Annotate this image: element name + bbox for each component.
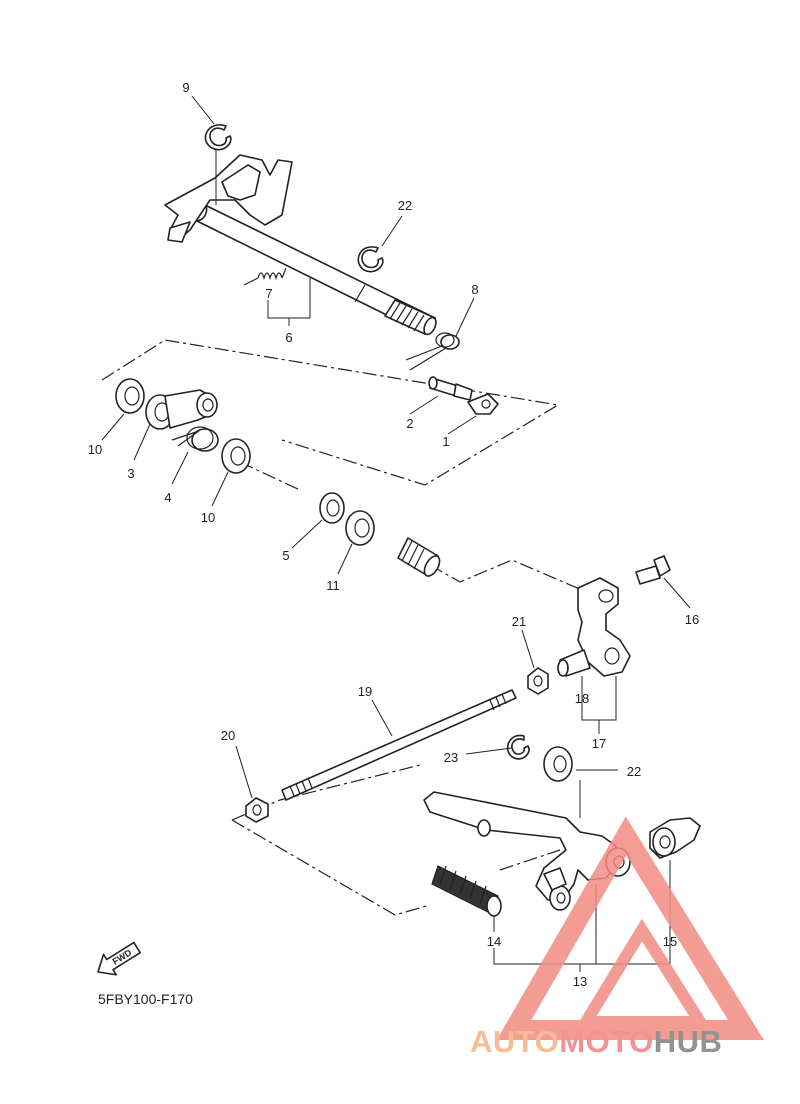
circlip-9 xyxy=(204,124,232,151)
stopper-lever-3 xyxy=(145,389,218,430)
callout-1: 1 xyxy=(442,434,449,449)
diagram-code: 5FBY100-F170 xyxy=(98,991,193,1007)
circlip-12 xyxy=(357,246,384,273)
callout-20: 20 xyxy=(221,728,235,743)
group-outline-upper xyxy=(101,339,560,486)
leader-lines xyxy=(101,95,691,972)
callout-18: 18 xyxy=(575,691,589,706)
collar-5 xyxy=(319,492,345,524)
dashed-line-shaft-to-arm-2 xyxy=(429,559,583,591)
logo-triangle-outer xyxy=(496,816,764,1040)
stopper-bolt-2 xyxy=(428,376,473,401)
washer-10-lower xyxy=(221,438,251,474)
shift-rod-19 xyxy=(281,689,517,801)
shift-arm-18 xyxy=(557,577,631,677)
nut-21 xyxy=(527,667,549,695)
callout-10-lower: 10 xyxy=(201,510,215,525)
dashed-line-shaft-to-arm xyxy=(239,461,301,491)
stopper-plate-1 xyxy=(467,393,499,415)
callout-19: 19 xyxy=(358,684,372,699)
callout-labels: 9 22 7 6 8 2 1 10 3 4 10 5 11 16 21 18 1… xyxy=(88,80,699,989)
group-outline-lower xyxy=(231,764,421,821)
washer-10-upper xyxy=(115,378,145,414)
callout-9: 9 xyxy=(182,80,189,95)
callout-6: 6 xyxy=(285,330,292,345)
group-outline-lower-2 xyxy=(231,819,431,916)
callout-21: 21 xyxy=(512,614,526,629)
logo-text: AUTOMOTOHUB xyxy=(470,1024,722,1059)
logo-triangle-inner xyxy=(575,918,711,1028)
callout-3: 3 xyxy=(127,466,134,481)
washer-11 xyxy=(345,510,375,546)
dashed-line-pedal xyxy=(499,849,561,871)
callout-11: 11 xyxy=(326,578,340,593)
circlip-23 xyxy=(506,734,530,760)
callout-8: 8 xyxy=(471,282,478,297)
callout-15: 15 xyxy=(663,934,677,949)
callout-2: 2 xyxy=(406,416,413,431)
pedal-rubber-14 xyxy=(431,865,502,917)
callout-23: 23 xyxy=(444,750,458,765)
spring-7 xyxy=(243,267,287,286)
callout-10-upper: 10 xyxy=(88,442,102,457)
logo-text-moto: MOTO xyxy=(559,1024,653,1059)
washer-22 xyxy=(543,746,573,782)
fwd-arrow-icon: FWD xyxy=(97,941,141,976)
rod-end-15 xyxy=(649,817,701,859)
callout-12: 22 xyxy=(398,198,412,213)
callout-22: 22 xyxy=(627,764,641,779)
callout-14: 14 xyxy=(487,934,501,949)
torsion-spring-8 xyxy=(405,332,460,371)
logo-text-hub: HUB xyxy=(654,1024,723,1059)
callout-7: 7 xyxy=(265,286,272,301)
torsion-spring-4 xyxy=(171,426,219,452)
callout-5: 5 xyxy=(282,548,289,563)
bolt-16 xyxy=(635,555,671,585)
callout-17: 17 xyxy=(592,736,606,751)
callout-16: 16 xyxy=(685,612,699,627)
logo-text-auto: AUTO xyxy=(470,1024,559,1059)
nut-20 xyxy=(245,797,269,823)
callout-4: 4 xyxy=(164,490,171,505)
automotohub-logo: AUTOMOTOHUB xyxy=(470,816,764,1059)
callout-13: 13 xyxy=(573,974,587,989)
shaft-spline-end xyxy=(397,537,441,577)
shift-shaft-assembly xyxy=(164,154,437,336)
